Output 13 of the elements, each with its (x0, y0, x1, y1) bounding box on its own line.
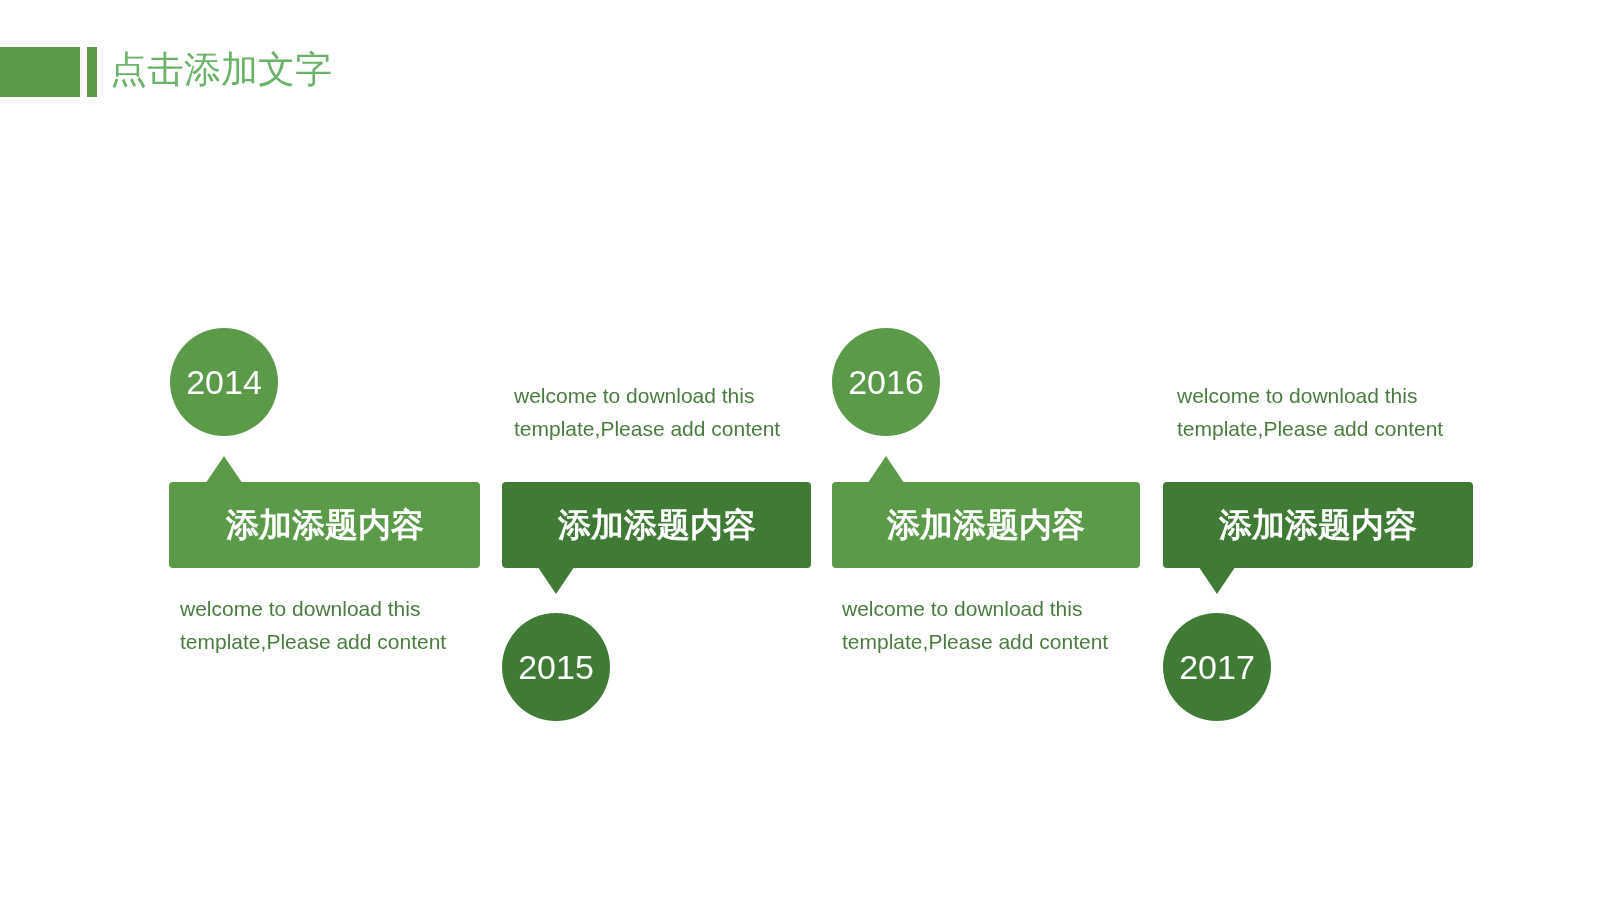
description-text: welcome to download this template,Please add content (180, 596, 448, 655)
description-text: welcome to download this template,Please add content (1177, 383, 1445, 442)
box-title: 添加添题内容 (887, 505, 1085, 545)
year-label: 2014 (186, 363, 262, 401)
year-label: 2017 (1179, 648, 1255, 686)
box-title: 添加添题内容 (225, 505, 424, 545)
year-label: 2015 (518, 648, 594, 686)
year-label: 2016 (848, 363, 924, 401)
title-text: 点击添加文字 (110, 48, 332, 92)
description-text: welcome to download this template,Please add content (514, 383, 782, 442)
box-title: 添加添题内容 (1219, 505, 1417, 545)
description-text: welcome to download this template,Please add content (842, 596, 1110, 655)
box-title: 添加添题内容 (557, 505, 756, 545)
